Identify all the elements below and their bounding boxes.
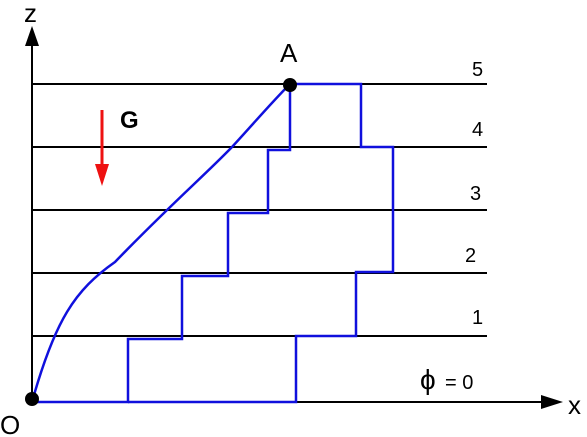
inner-staircase-path [32,84,292,404]
origin-point [25,392,39,406]
level-label-5: 5 [472,59,483,81]
outer-staircase-path [128,82,395,404]
point-a-label: A [280,38,298,68]
level-label-3: 3 [470,183,481,205]
point-a [283,78,297,92]
level-label-1: 1 [472,307,483,329]
level-label-2: 2 [465,245,476,267]
gravity-label: G [120,107,139,134]
level-lines [32,83,487,337]
x-axis-arrowhead [541,395,563,409]
down-arrow-icon [95,110,109,186]
smooth-curve-path [30,83,291,403]
x-axis-label: x [568,390,581,420]
z-axis-arrowhead [25,26,39,46]
phi-value: = 0 [445,372,473,394]
phi-symbol: ϕ [420,364,436,395]
z-axis-label: z [24,0,37,28]
paths [30,82,395,404]
level-label-4: 4 [472,119,483,141]
origin-label: O [0,410,20,437]
